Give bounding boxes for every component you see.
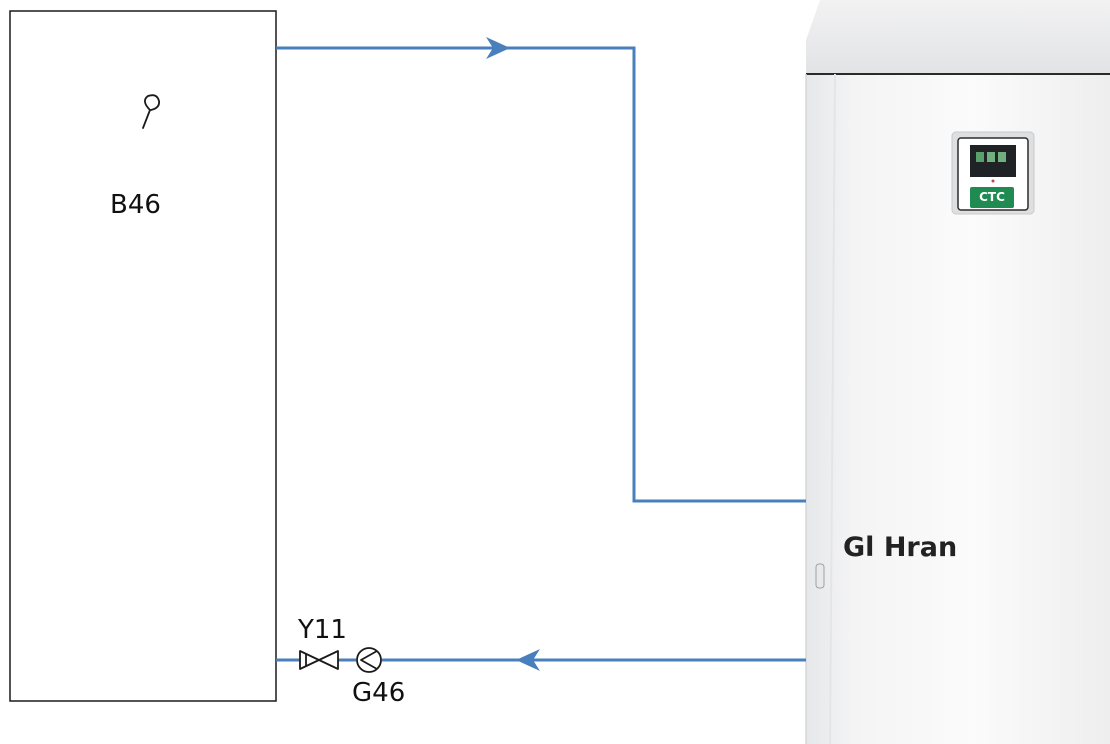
pump-icon (357, 648, 381, 672)
tank-label: B46 (110, 190, 161, 220)
valve-label: Y11 (298, 615, 347, 645)
valve-icon (300, 651, 338, 669)
supply-pipe (276, 48, 806, 501)
heat-pump-unit (806, 0, 1110, 744)
unit-handle (816, 564, 824, 588)
storage-tank (10, 11, 276, 701)
heat-pump-label: Gl Hran (843, 532, 957, 563)
brand-logo: CTC (970, 187, 1014, 208)
pump-label: G46 (352, 678, 405, 708)
heat-pump-top (806, 0, 1110, 74)
